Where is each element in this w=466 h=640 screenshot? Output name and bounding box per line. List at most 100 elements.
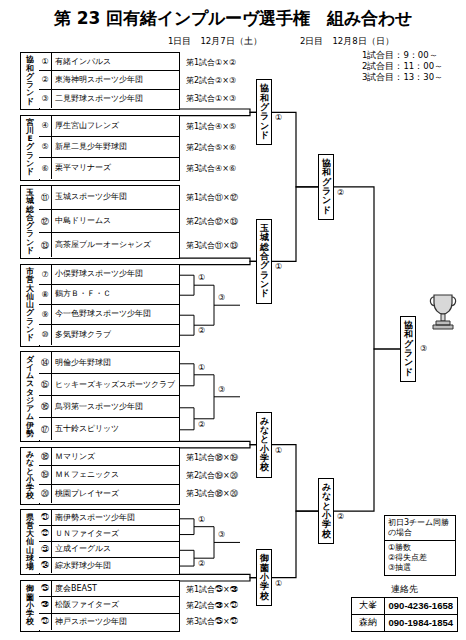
venue-cell: 市営大仙山グランド (21, 265, 40, 346)
team-row: ⑭明倫少年野球団 (39, 352, 179, 374)
match-label: ③ (218, 386, 225, 394)
note-heading: 初日3チーム同勝の場合 (385, 518, 455, 541)
venue-name: 宮川Eグランド (26, 119, 34, 177)
team-number: ⑳ (39, 485, 52, 503)
match-label: 第3試合㉕×㉗ (186, 618, 238, 626)
venue-box: みなと小学校 (256, 412, 272, 478)
venue-box: 玉城総合グランド (256, 219, 272, 304)
note-item: ③抽選 (388, 563, 452, 573)
bracket-connector (180, 258, 256, 261)
team-name: 厚生宮山フレンズ (52, 122, 119, 130)
venue-box: 協和グランド (318, 154, 334, 220)
match-label: 第1試合④×⑤ (186, 123, 236, 131)
venue-name: 御薗小学校 (26, 585, 34, 626)
contact-row: 森納090-1984-1854 (352, 615, 457, 631)
venue-name: みなと小学校 (26, 451, 34, 501)
match-label: ① (198, 274, 205, 282)
team-number: ⑪ (39, 186, 52, 209)
team-number: ⑫ (39, 210, 52, 233)
team-number: ⑮ (39, 374, 52, 395)
venue-name: みなと小学校 (260, 417, 269, 473)
note-item: ①勝数 (388, 543, 452, 553)
round-number: ② (337, 513, 344, 521)
team-number: ㉗ (39, 614, 52, 630)
team-name: 新星二見少年野球団 (52, 143, 127, 151)
bracket-connector (272, 112, 318, 187)
venue-box: みなと小学校 (318, 478, 334, 544)
team-number: ㉕ (39, 581, 52, 596)
phone-number: 090-4236-1658 (385, 598, 457, 614)
team-row: ㉒ＵＮファイターズ (39, 526, 179, 542)
team-number: ⑰ (39, 418, 52, 440)
match-label: 第1試合⑪×⑫ (186, 194, 238, 202)
venue-box: 協和グランド (400, 316, 416, 382)
title-text: 第 23 回有緒インプルーヴ選手権 組み合わせ (0, 8, 466, 28)
match-label: 第1試合⑱×⑲ (186, 454, 238, 462)
team-name: 松阪ファイターズ (52, 601, 119, 609)
team-row: ⑤新星二見少年野球団 (39, 137, 179, 158)
team-row: ④厚生宮山フレンズ (39, 116, 179, 137)
group-panel: ダイムスタジアム伊勢⑭明倫少年野球団⑮ヒッキーズキッズスポーツクラブ⑯鳥羽第一ス… (20, 351, 180, 442)
venue-name: 玉城総合グランド (26, 189, 34, 255)
team-row: ⑯鳥羽第一スポーツ少年団 (39, 396, 179, 418)
match-label: 第1試合①×② (186, 59, 236, 67)
venue-name: 協和グランド (26, 56, 34, 106)
contact-name: 森納 (352, 615, 385, 631)
team-row: ③二見野球スポーツ少年団 (39, 90, 179, 108)
team-name: ＭＫフェニックス (52, 471, 119, 479)
team-row: ⑳桃園プレイヤーズ (39, 485, 179, 503)
bracket-connector (334, 349, 400, 511)
team-name: 綜水野球少年団 (52, 562, 111, 570)
team-name: 立成イーグルス (52, 545, 111, 553)
team-name: 多気野球クラブ (52, 331, 111, 339)
team-row: ⑩多気野球クラブ (39, 325, 179, 345)
team-number: ③ (39, 90, 52, 108)
bracket-connector (272, 511, 318, 578)
round-number: ① (275, 580, 282, 588)
team-row: ㉖松阪ファイターズ (39, 597, 179, 613)
team-name: 東海神明スポーツ少年団 (52, 76, 143, 84)
team-name: 南伊勢スポーツ少年団 (52, 514, 135, 522)
day-header: 1日目 12月7日（土） (168, 37, 262, 46)
time-note: 1試合目：9：00～ (362, 51, 438, 60)
round-number: ③ (420, 345, 427, 353)
bracket-connector (180, 574, 256, 577)
team-number: ⑥ (39, 158, 52, 179)
team-number: ㉓ (39, 542, 52, 557)
team-row: ⑨今一色野球スポーツ少年団 (39, 305, 179, 325)
venue-cell: みなと小学校 (21, 448, 40, 504)
bracket-connector (272, 187, 318, 262)
bracket-connector (180, 112, 256, 115)
team-name: 今一色野球スポーツ少年団 (52, 310, 151, 318)
team-row: ㉕度会BEAST (39, 581, 179, 597)
contact-grid: 大峯090-4236-1658森納090-1984-1854 (351, 597, 458, 632)
venue-name: 御薗小学校 (260, 554, 269, 601)
team-row: ①有緒インパルス (39, 53, 179, 71)
match-label: 第3試合⑱×⑳ (186, 490, 238, 498)
team-number: ⑯ (39, 396, 52, 417)
team-number: ㉑ (39, 510, 52, 525)
team-name: 玉城スポーツ少年団 (52, 193, 127, 201)
match-label: ② (198, 560, 205, 568)
venue-cell: 宮川Eグランド (21, 116, 40, 180)
match-label: ③ (218, 294, 225, 302)
group-panel: 御薗小学校㉕度会BEAST㉖松阪ファイターズ㉗神戸スポーツ少年団 (20, 580, 180, 632)
team-number: ⑤ (39, 137, 52, 157)
team-name: ヒッキーズキッズスポーツクラブ (52, 381, 175, 389)
team-number: ① (39, 53, 52, 70)
team-row: ㉑南伊勢スポーツ少年団 (39, 510, 179, 526)
venue-name: みなと小学校 (322, 483, 331, 539)
match-label: ③ (218, 531, 225, 539)
match-label: 第3試合①×③ (186, 95, 236, 103)
trophy-icon (428, 293, 458, 331)
note-box: 初日3チーム同勝の場合①勝数②得失点差③抽選 (384, 515, 456, 576)
match-label: 第2試合②×③ (186, 77, 236, 85)
venue-cell: ダイムスタジアム伊勢 (21, 352, 40, 441)
team-name: 鳥羽第一スポーツ少年団 (52, 403, 143, 411)
group-panel: 宮川Eグランド④厚生宮山フレンズ⑤新星二見少年野球団⑥栗平マリナーズ (20, 115, 180, 181)
bracket-connector (272, 445, 318, 512)
team-row: ㉔綜水野球少年団 (39, 558, 179, 574)
time-note: 2試合目：11：00～ (362, 62, 443, 71)
team-name: 桃園プレイヤーズ (52, 490, 119, 498)
